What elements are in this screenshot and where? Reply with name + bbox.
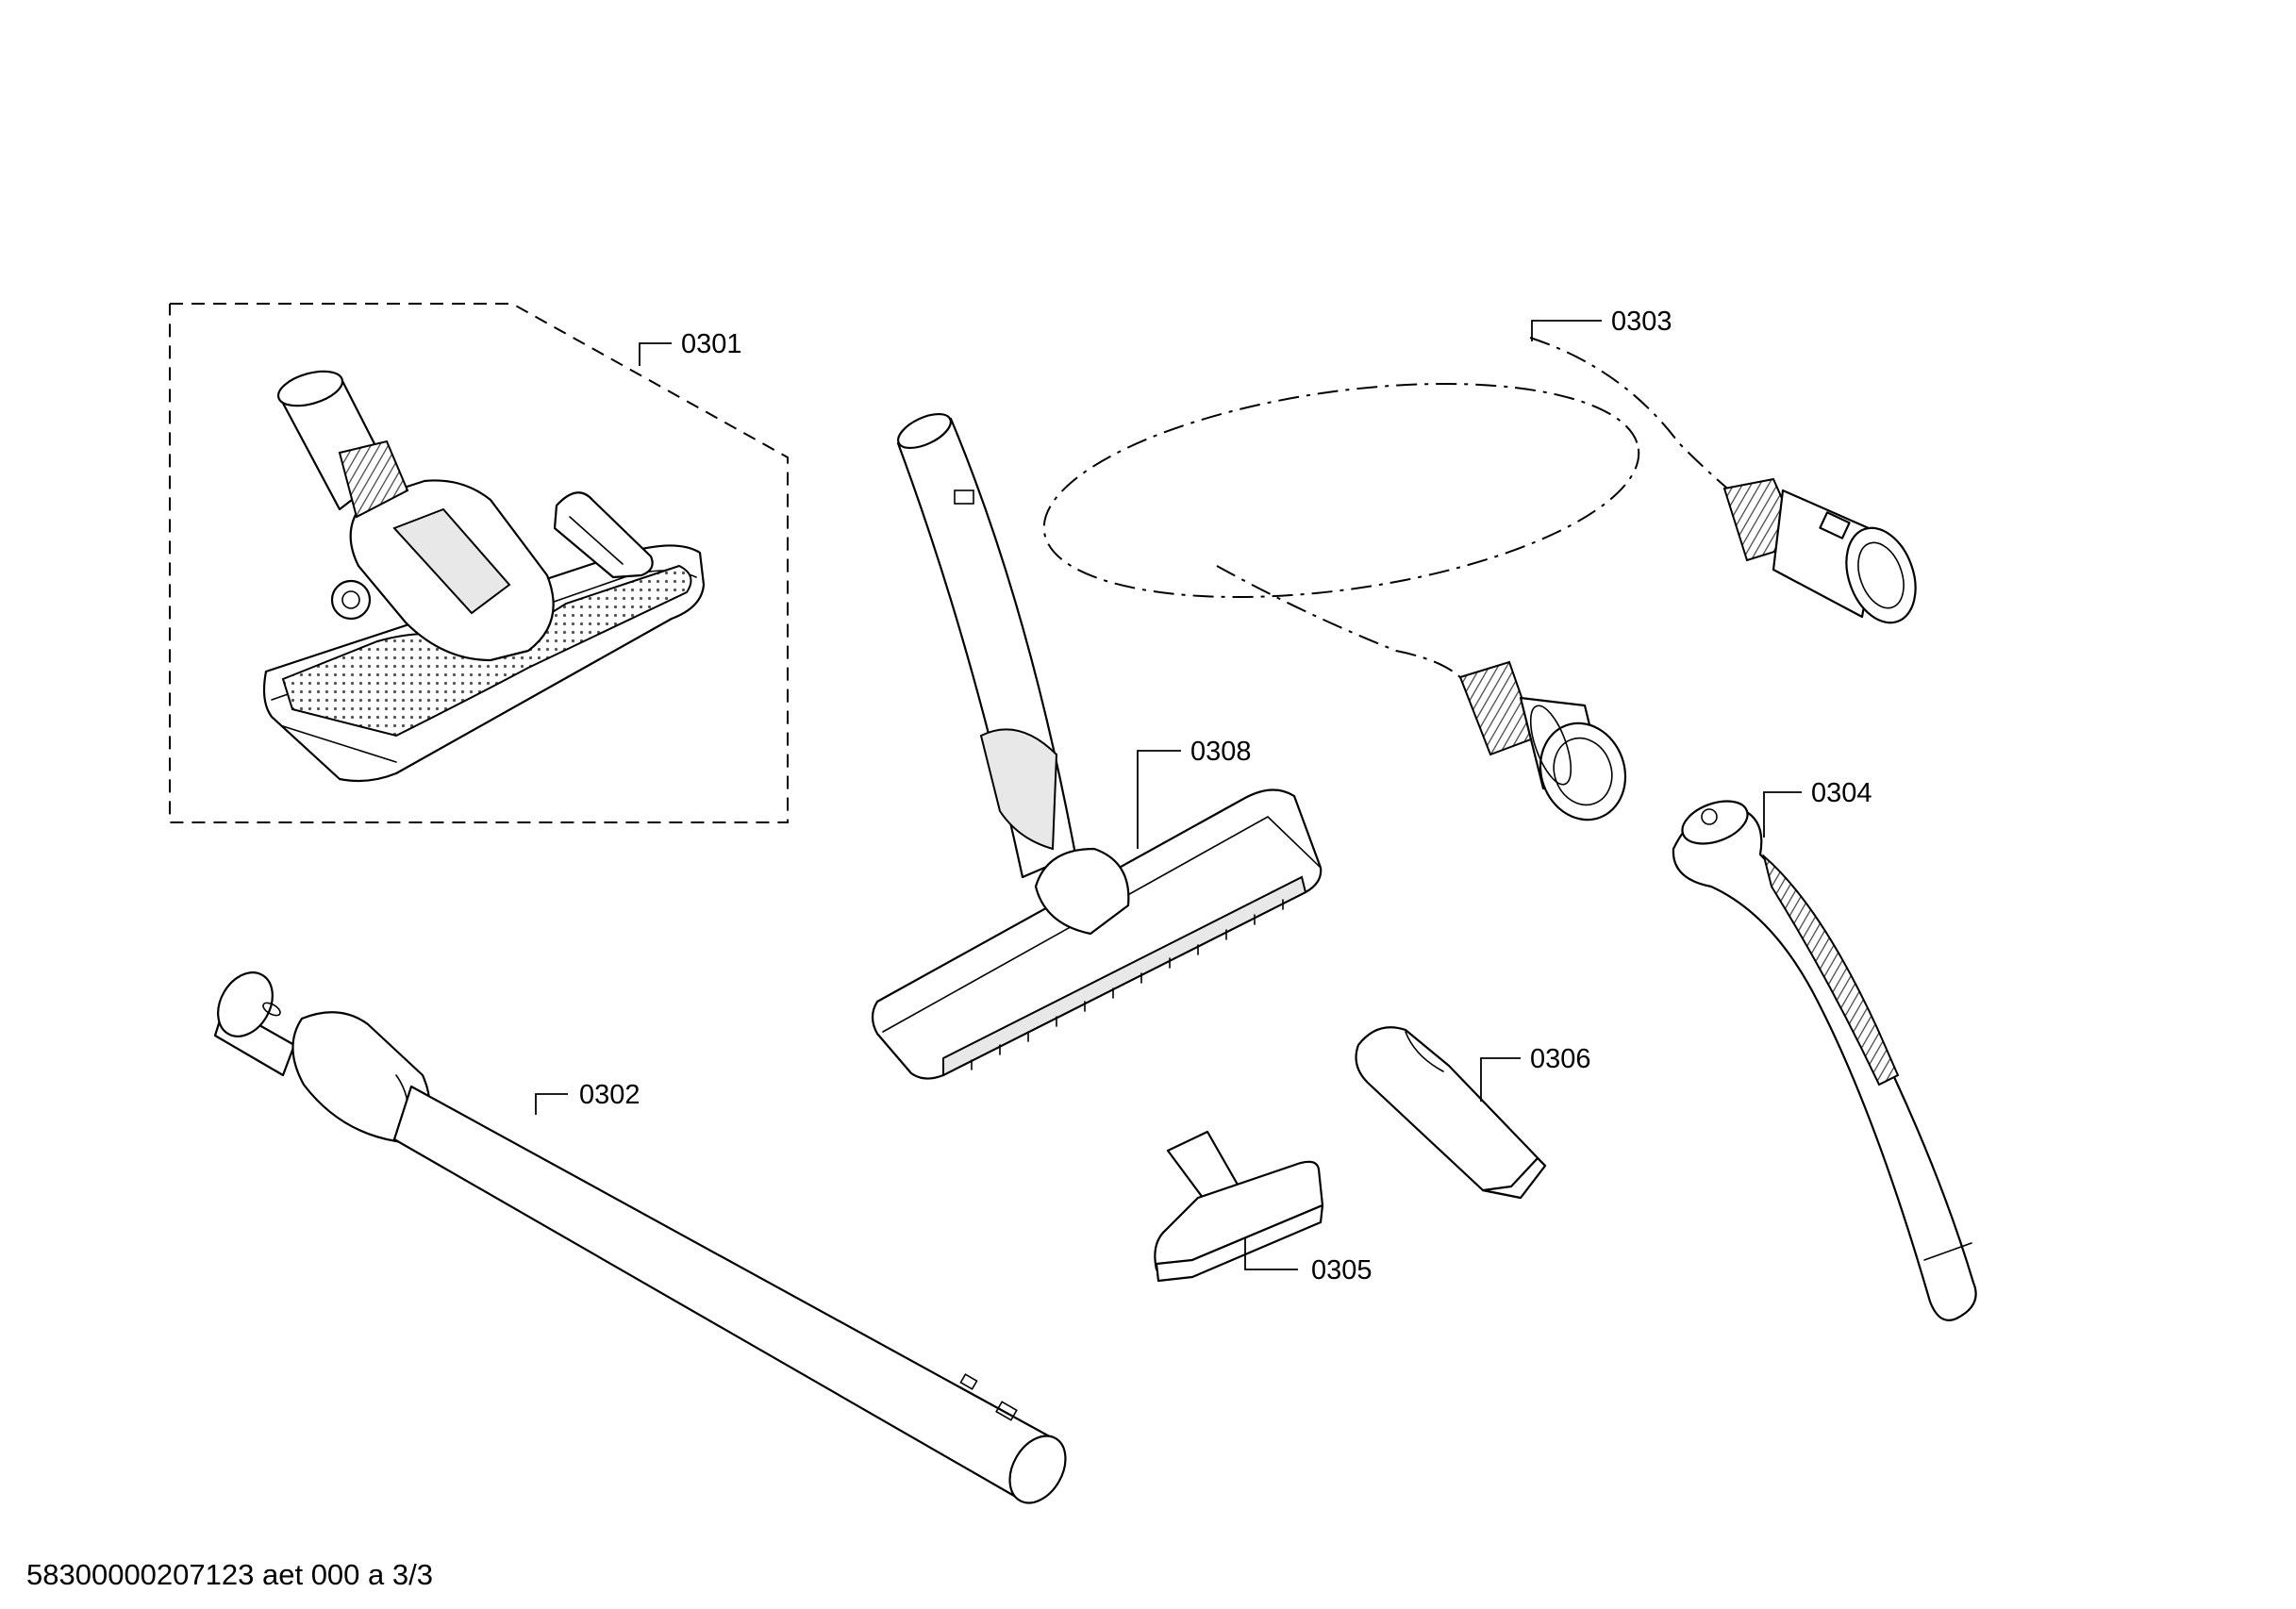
leader-0303 xyxy=(1531,320,1602,341)
part-label-0308: 0308 xyxy=(1190,737,1252,767)
leader-0304 xyxy=(1763,791,1802,838)
handle-bend xyxy=(1672,800,1977,1321)
part-label-0304: 0304 xyxy=(1811,778,1872,808)
document-reference-footer: 58300000207123 aet 000 a 3/3 xyxy=(26,1558,433,1591)
upholstery-nozzle xyxy=(1154,1130,1324,1283)
part-label-0301: 0301 xyxy=(681,329,742,359)
group-boundary-dashed xyxy=(169,303,789,823)
part-label-0302: 0302 xyxy=(579,1080,641,1110)
part-label-0306: 0306 xyxy=(1530,1044,1591,1074)
leader-0301 xyxy=(639,342,672,366)
leader-0308 xyxy=(1137,750,1181,849)
leader-0306 xyxy=(1480,1057,1521,1102)
floor-nozzle-group: 0301 xyxy=(169,303,789,823)
leader-0305 xyxy=(1244,1237,1298,1270)
floor-nozzle xyxy=(262,370,706,783)
crevice-nozzle xyxy=(1355,1026,1547,1200)
telescopic-tube xyxy=(213,971,1067,1504)
part-label-0303: 0303 xyxy=(1611,307,1672,337)
part-label-0305: 0305 xyxy=(1311,1255,1373,1286)
leader-0302 xyxy=(535,1093,568,1115)
parquet-brush xyxy=(871,412,1323,1080)
suction-hose xyxy=(1042,337,1917,821)
